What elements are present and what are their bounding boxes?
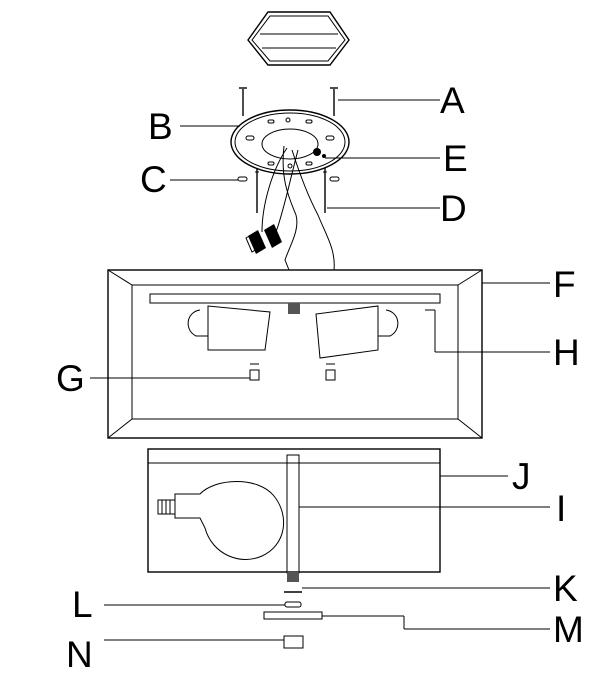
- mounting-screws: [239, 87, 338, 116]
- label-l: L: [72, 584, 93, 625]
- label-e: E: [443, 138, 468, 179]
- wires: [245, 145, 335, 271]
- label-g: G: [56, 358, 85, 399]
- label-i: I: [556, 488, 566, 529]
- nuts: [237, 176, 340, 182]
- mounting-plate: [230, 109, 350, 175]
- label-j: J: [512, 456, 531, 497]
- ceiling-canopy: [247, 11, 350, 66]
- threaded-rod: [286, 454, 300, 582]
- label-f: F: [553, 264, 576, 305]
- label-b: B: [148, 106, 173, 147]
- label-c: C: [140, 159, 167, 200]
- ground-screw: [313, 148, 326, 158]
- nut-caps: [249, 363, 336, 381]
- label-d: D: [440, 188, 467, 229]
- label-a: A: [440, 80, 465, 121]
- label-h: H: [553, 332, 580, 373]
- label-n: N: [66, 634, 93, 675]
- light-bulb: [157, 481, 285, 560]
- label-m: M: [553, 609, 584, 650]
- long-screws: [255, 168, 327, 213]
- fixture-frame: [107, 269, 483, 439]
- glass-shade: [147, 448, 441, 573]
- label-k: K: [553, 568, 578, 609]
- sockets: [187, 305, 399, 359]
- crossbar: [149, 293, 441, 314]
- leader-lines: [90, 99, 550, 641]
